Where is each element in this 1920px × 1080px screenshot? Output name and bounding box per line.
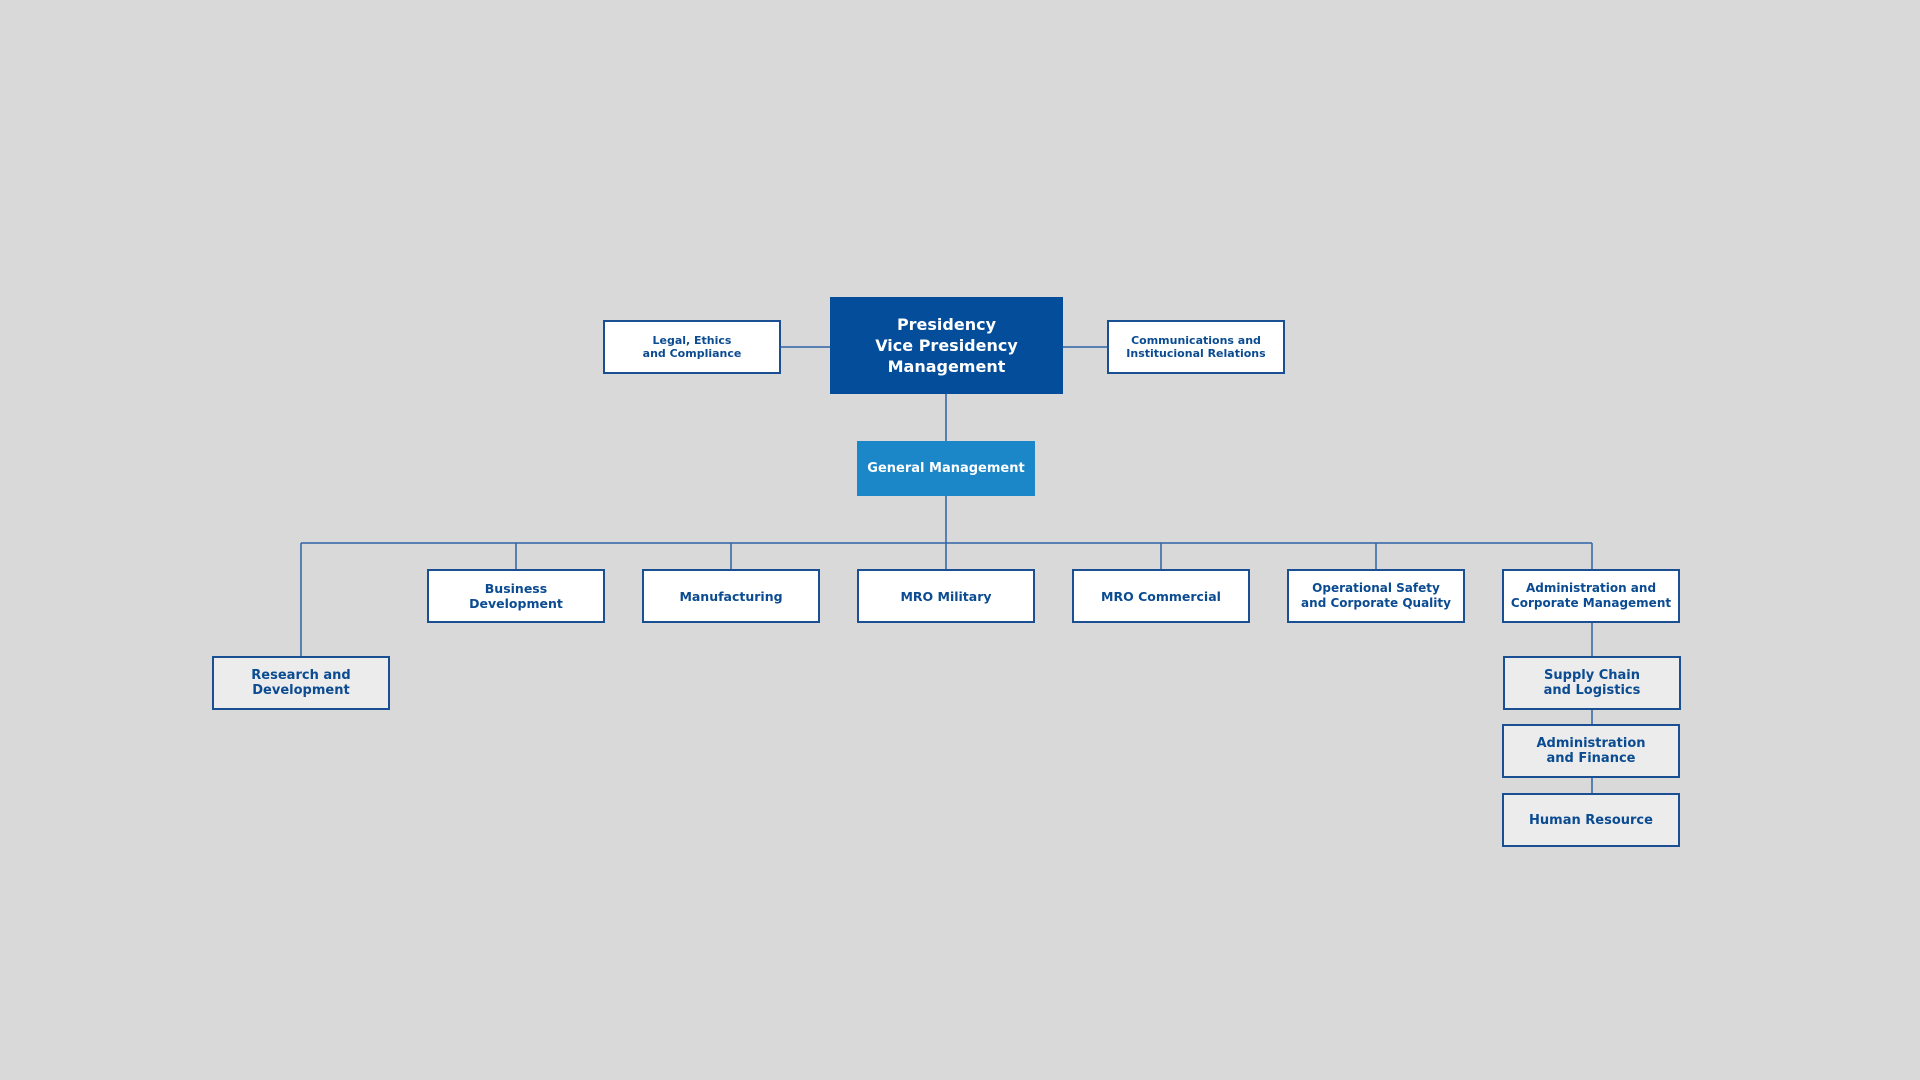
research-development-box: Research and Development bbox=[212, 656, 390, 710]
administration-corporate-management-box: Administration and Corporate Management bbox=[1502, 569, 1680, 623]
mro-commercial-box: MRO Commercial bbox=[1072, 569, 1250, 623]
communications-relations-box: Communications and Institucional Relatio… bbox=[1107, 320, 1285, 374]
general-management-box: General Management bbox=[857, 441, 1035, 496]
business-development-box: Business Development bbox=[427, 569, 605, 623]
legal-ethics-compliance-box: Legal, Ethics and Compliance bbox=[603, 320, 781, 374]
presidency-box: Presidency Vice Presidency Management bbox=[830, 297, 1063, 394]
supply-chain-logistics-box: Supply Chain and Logistics bbox=[1503, 656, 1681, 710]
human-resource-box: Human Resource bbox=[1502, 793, 1680, 847]
manufacturing-box: Manufacturing bbox=[642, 569, 820, 623]
administration-finance-box: Administration and Finance bbox=[1502, 724, 1680, 778]
operational-safety-quality-box: Operational Safety and Corporate Quality bbox=[1287, 569, 1465, 623]
mro-military-box: MRO Military bbox=[857, 569, 1035, 623]
